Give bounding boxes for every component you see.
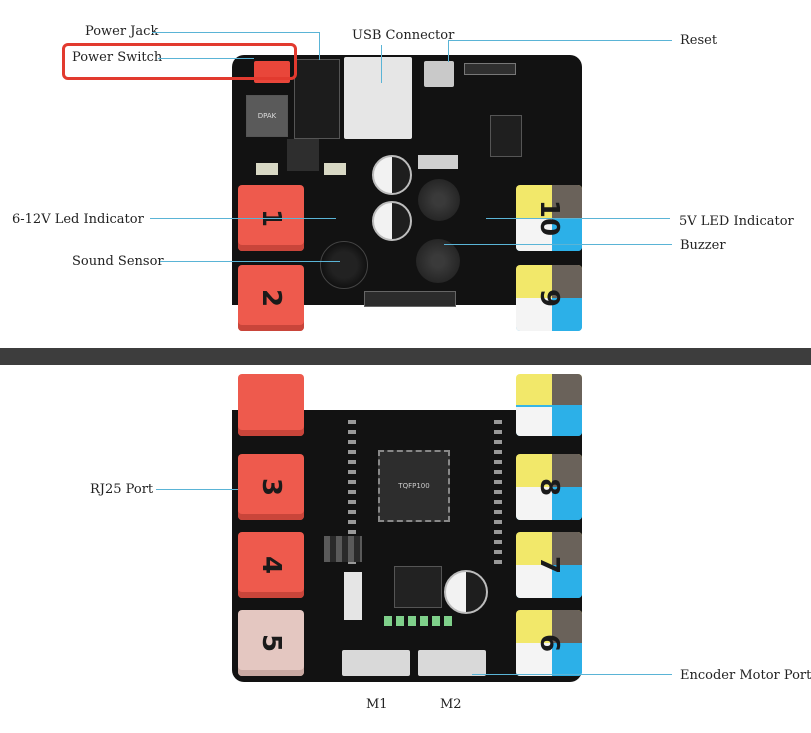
capacitor-1 (372, 155, 412, 195)
mcu-chip: TQFP100 (378, 450, 450, 522)
rj25-port-8: 8 (516, 454, 582, 520)
label-reset: Reset (680, 33, 718, 48)
pin-column-right (494, 420, 502, 570)
rj25-port-4: 4 (238, 532, 304, 598)
power-switch-highlight (62, 43, 297, 80)
label-usb-connector: USB Connector (352, 28, 455, 43)
header-pins (418, 155, 458, 169)
label-power-jack: Power Jack (85, 24, 159, 39)
mcu-marking: TQFP100 (398, 482, 430, 490)
board-top-view: DPAK 1 2 10 9 (232, 55, 582, 331)
bottom-header (364, 291, 456, 307)
m1-connector (342, 650, 410, 676)
leader-power-jack-drop (319, 32, 320, 60)
regulator-marking: DPAK (257, 112, 277, 120)
led-row (384, 616, 454, 626)
label-5v-led: 5V LED Indicator (679, 214, 794, 229)
leader-usb (381, 45, 382, 83)
label-m2: M2 (440, 697, 462, 712)
rj25-port-6: 6 (516, 610, 582, 676)
buzzer-component-2 (416, 239, 460, 283)
capacitor-bottom (444, 570, 488, 614)
white-connector (344, 572, 362, 620)
label-sound-sensor: Sound Sensor (72, 254, 164, 269)
sound-sensor-mic (320, 241, 368, 289)
rj25-port-5: 5 (238, 610, 304, 676)
board-bottom-view: TQFP100 3 4 5 8 7 6 (232, 374, 582, 682)
rj25-port-3: 3 (238, 454, 304, 520)
voltage-regulator-chip: DPAK (246, 95, 288, 137)
capacitor-2 (372, 201, 412, 241)
label-buzzer: Buzzer (680, 238, 726, 253)
ic-chip (490, 115, 522, 157)
label-6-12v-led: 6-12V Led Indicator (12, 212, 144, 227)
m2-connector (418, 650, 486, 676)
leader-buzzer (444, 244, 672, 245)
reset-button (424, 61, 454, 87)
label-power-switch: Power Switch (72, 50, 163, 65)
label-encoder-motor-port: Encoder Motor Port (680, 668, 811, 683)
smd-led-right (324, 163, 346, 175)
pin-column-left (348, 420, 356, 570)
pin-header (464, 63, 516, 75)
rj25-port-top-partial (238, 374, 304, 436)
leader-reset (448, 40, 672, 41)
leader-6-12v-led (150, 218, 336, 219)
leader-power-switch (158, 58, 254, 59)
usb-connector (344, 57, 412, 139)
diode (287, 139, 319, 171)
leader-reset-drop (448, 40, 449, 62)
icsp-header (324, 536, 362, 562)
leader-rj25-port (156, 489, 238, 490)
leader-power-jack (152, 32, 319, 33)
leader-encoder-motor-port (472, 674, 672, 675)
section-divider (0, 348, 811, 365)
buzzer-component (418, 179, 460, 221)
motor-driver-chip (394, 566, 442, 608)
leader-sound-sensor (160, 261, 340, 262)
power-jack (294, 59, 340, 139)
label-m1: M1 (366, 697, 388, 712)
smd-led-left (256, 163, 278, 175)
leader-5v-led (486, 218, 670, 219)
rj25-port-2: 2 (238, 265, 304, 331)
rj25-port-9: 9 (516, 265, 582, 331)
rj25-port-7: 7 (516, 532, 582, 598)
label-rj25-port: RJ25 Port (90, 482, 154, 497)
rj25-port-top-partial-right (516, 374, 582, 436)
